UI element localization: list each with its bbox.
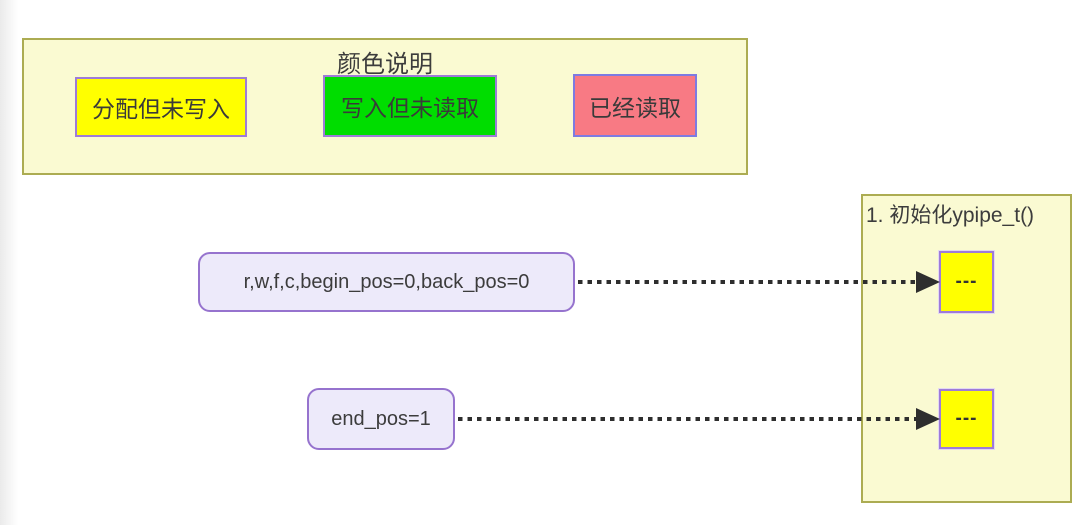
- legend-title: 颜色说明: [337, 51, 433, 78]
- node-end-pos: end_pos=1: [307, 388, 455, 450]
- node-state-vars: r,w,f,c,begin_pos=0,back_pos=0: [198, 252, 575, 312]
- legend-item-allocated-unwritten: 分配但未写入: [75, 77, 247, 137]
- step-panel-title: 1. 初始化ypipe_t(): [866, 204, 1035, 227]
- page-edge-shadow: [0, 0, 18, 525]
- queue-cell-2: ---: [938, 388, 995, 450]
- legend-item-written-unread: 写入但未读取: [323, 75, 497, 137]
- legend-item-already-read: 已经读取: [573, 74, 697, 137]
- step-panel: 1. 初始化ypipe_t(): [861, 194, 1072, 503]
- queue-cell-1: ---: [938, 250, 995, 314]
- legend-panel: 颜色说明 分配但未写入 写入但未读取 已经读取: [22, 38, 748, 175]
